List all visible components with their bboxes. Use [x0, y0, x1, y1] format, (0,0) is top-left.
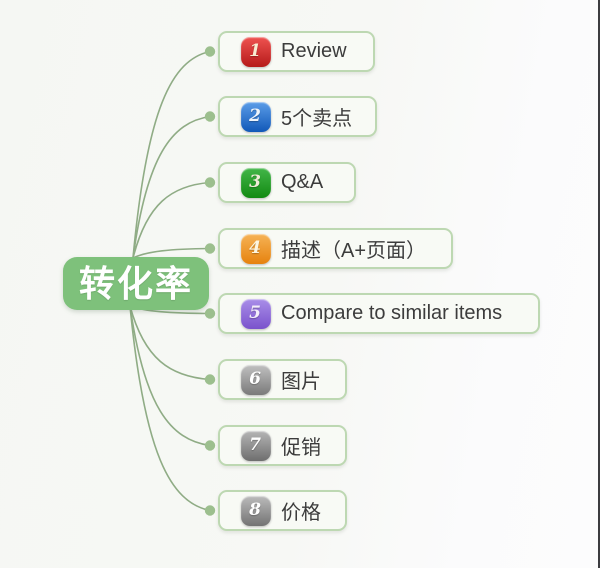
priority-6-badge-icon: 6: [241, 364, 271, 395]
topic-label: 5个卖点: [281, 108, 353, 130]
priority-7-badge-icon: 7: [241, 430, 271, 461]
topic-promotion[interactable]: 7 促销: [218, 425, 347, 466]
connector-dot: [204, 308, 216, 319]
topic-compare-similar-items[interactable]: 5 Compare to similar items: [218, 293, 540, 334]
central-topic-label: 转化率: [78, 262, 193, 304]
badge-number: 7: [249, 435, 261, 455]
central-topic-conversion-rate[interactable]: 转化率: [63, 257, 209, 310]
badge-number: 3: [249, 172, 261, 192]
connector-dot: [204, 111, 216, 122]
topic-label: Q&A: [281, 171, 324, 193]
topic-label: Compare to similar items: [281, 302, 503, 324]
connector-line: [129, 305, 211, 447]
connector-line: [129, 305, 211, 512]
connector-line: [129, 305, 211, 381]
badge-number: 4: [249, 238, 261, 258]
priority-2-badge-icon: 2: [241, 101, 271, 132]
badge-number: 1: [249, 41, 261, 61]
priority-4-badge-icon: 4: [241, 233, 271, 264]
connector-dot: [204, 374, 216, 385]
topic-label: 描述（A+页面）: [281, 240, 427, 262]
topic-label: 图片: [281, 371, 321, 393]
topic-label: 促销: [281, 437, 321, 459]
priority-1-badge-icon: 1: [241, 36, 271, 67]
topic-label: 价格: [281, 502, 321, 524]
priority-8-badge-icon: 8: [241, 495, 271, 526]
topic-review[interactable]: 1 Review: [218, 31, 375, 72]
connector-line: [132, 115, 211, 259]
badge-number: 2: [249, 106, 261, 126]
topic-price[interactable]: 8 价格: [218, 490, 347, 531]
connector-line: [132, 181, 211, 259]
connector-dot: [204, 440, 216, 451]
badge-number: 5: [249, 303, 261, 323]
topic-selling-points[interactable]: 2 5个卖点: [218, 96, 377, 137]
connector-dot: [204, 177, 216, 188]
priority-3-badge-icon: 3: [241, 167, 271, 198]
priority-5-badge-icon: 5: [241, 298, 271, 329]
badge-number: 6: [249, 369, 261, 389]
topic-label: Review: [281, 40, 347, 62]
topic-images[interactable]: 6 图片: [218, 359, 347, 400]
topic-qa[interactable]: 3 Q&A: [218, 162, 356, 203]
connector-line: [132, 50, 211, 259]
connector-dot: [204, 243, 216, 254]
topic-description-aplus[interactable]: 4 描述（A+页面）: [218, 228, 453, 269]
connector-dot: [204, 46, 216, 57]
image-right-edge-line: [598, 0, 600, 568]
connector-dot: [204, 505, 216, 516]
badge-number: 8: [249, 500, 261, 520]
